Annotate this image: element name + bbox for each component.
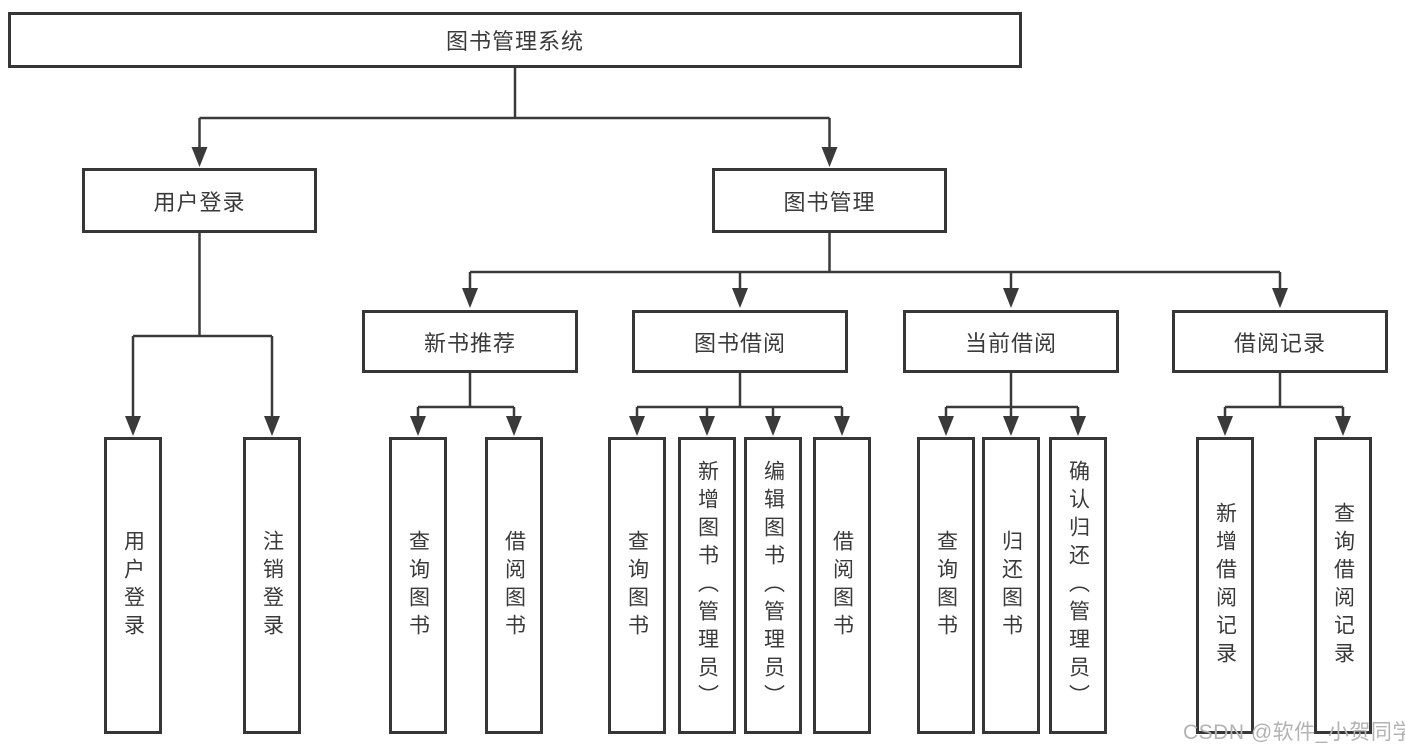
node-label: 编辑图书（管理员） xyxy=(761,459,785,712)
leaf-query-borrow-record: 查询借阅记录 xyxy=(1314,437,1372,734)
node-label: 查询图书 xyxy=(406,529,430,642)
leaf-borrow-books-recommend: 借阅图书 xyxy=(485,437,543,734)
leaf-confirm-return-admin: 确认归还（管理员） xyxy=(1049,437,1107,734)
node-label: 借阅图书 xyxy=(830,529,854,642)
leaf-add-book-admin: 新增图书（管理员） xyxy=(678,437,736,734)
node-label: 借阅记录 xyxy=(1233,330,1326,356)
leaf-query-books-current: 查询图书 xyxy=(917,437,975,734)
node-label: 注销登录 xyxy=(260,529,284,642)
leaf-user-login: 用户登录 xyxy=(104,437,162,734)
node-borrow-records: 借阅记录 xyxy=(1172,310,1388,373)
node-label: 查询图书 xyxy=(934,529,958,642)
node-label: 确认归还（管理员） xyxy=(1066,459,1090,712)
node-label: 当前借阅 xyxy=(964,330,1057,356)
node-label: 新增借阅记录 xyxy=(1213,501,1237,670)
node-label: 新书推荐 xyxy=(423,330,516,356)
node-label: 图书管理 xyxy=(783,189,876,215)
node-label: 用户登录 xyxy=(121,529,145,642)
node-label: 图书管理系统 xyxy=(445,29,584,54)
node-user-login: 用户登录 xyxy=(82,168,317,233)
node-label: 借阅图书 xyxy=(502,529,526,642)
leaf-add-borrow-record: 新增借阅记录 xyxy=(1196,437,1254,734)
node-book-borrow: 图书借阅 xyxy=(632,310,848,373)
leaf-query-books-recommend: 查询图书 xyxy=(389,437,447,734)
leaf-return-books: 归还图书 xyxy=(982,437,1040,734)
node-label: 新增图书（管理员） xyxy=(695,459,719,712)
csdn-watermark: CSDN @软件_小贺同学 xyxy=(1183,721,1405,744)
leaf-borrow-books: 借阅图书 xyxy=(813,437,871,734)
node-label: 查询借阅记录 xyxy=(1331,501,1355,670)
node-label: 归还图书 xyxy=(999,529,1023,642)
node-label: 用户登录 xyxy=(153,189,246,215)
node-book-management: 图书管理 xyxy=(712,168,947,233)
leaf-logout: 注销登录 xyxy=(243,437,301,734)
leaf-query-books-borrow: 查询图书 xyxy=(608,437,666,734)
node-current-borrow: 当前借阅 xyxy=(903,310,1119,373)
node-label: 图书借阅 xyxy=(693,330,786,356)
leaf-edit-book-admin: 编辑图书（管理员） xyxy=(744,437,802,734)
node-label: 查询图书 xyxy=(625,529,649,642)
node-library-management-system: 图书管理系统 xyxy=(8,12,1022,68)
node-new-book-recommend: 新书推荐 xyxy=(362,310,578,373)
